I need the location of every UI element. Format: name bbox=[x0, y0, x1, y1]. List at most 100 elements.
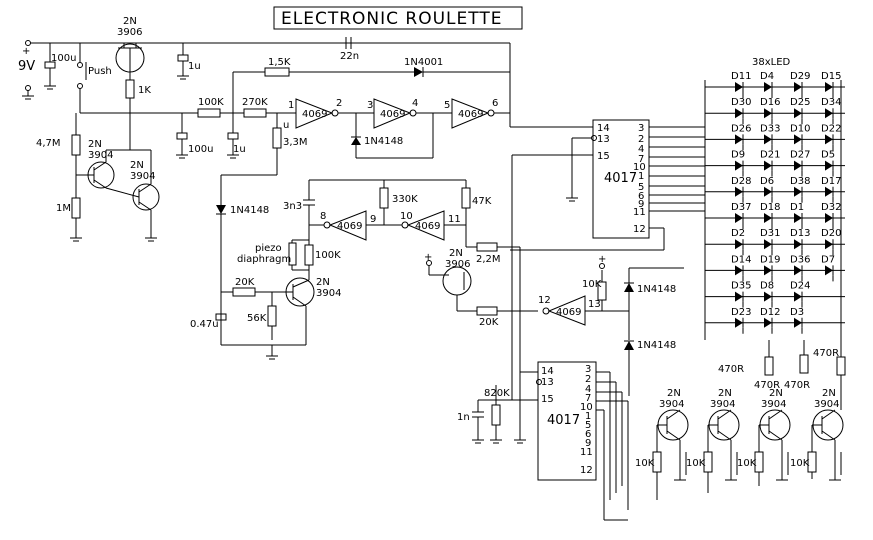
led-label: D8 bbox=[760, 281, 774, 292]
svg-text:1N4148: 1N4148 bbox=[637, 340, 676, 351]
svg-text:13: 13 bbox=[597, 134, 610, 145]
led-d37: D37 bbox=[731, 202, 751, 229]
svg-text:3: 3 bbox=[638, 123, 644, 134]
svg-text:+: + bbox=[22, 46, 30, 57]
transistor-num: 3904 bbox=[659, 399, 684, 410]
led-d7: D7 bbox=[821, 254, 835, 282]
svg-text:2N: 2N bbox=[316, 277, 330, 288]
svg-text:1n: 1n bbox=[457, 412, 470, 423]
svg-text:270K: 270K bbox=[242, 97, 268, 108]
led-label: D31 bbox=[760, 228, 780, 239]
led-d18: D18 bbox=[760, 202, 780, 229]
svg-text:piezo: piezo bbox=[255, 243, 282, 254]
resistor-label: 10K bbox=[737, 458, 757, 469]
sound-section: 3n3 330K 47K 4069 8 9 4069 10 11 2,2M 10… bbox=[190, 179, 684, 400]
led-label: D6 bbox=[760, 176, 774, 187]
svg-text:4069: 4069 bbox=[458, 109, 483, 120]
svg-text:3: 3 bbox=[585, 364, 591, 375]
svg-text:820K: 820K bbox=[484, 388, 510, 399]
led-d29: D29 bbox=[790, 71, 810, 98]
led-label: D15 bbox=[821, 71, 841, 82]
svg-text:2: 2 bbox=[585, 374, 591, 385]
led-d3: D3 bbox=[790, 307, 804, 334]
title-box bbox=[273, 6, 523, 30]
svg-text:4: 4 bbox=[585, 384, 591, 395]
led-count-label: 38xLED bbox=[752, 57, 791, 68]
led-label: D37 bbox=[731, 202, 751, 213]
led-d10: D10 bbox=[790, 123, 810, 151]
svg-text:7: 7 bbox=[638, 154, 644, 165]
svg-text:4017: 4017 bbox=[547, 413, 580, 428]
led-label: D27 bbox=[790, 150, 810, 161]
svg-text:15: 15 bbox=[541, 394, 554, 405]
led-label: D21 bbox=[760, 150, 780, 161]
svg-text:2N: 2N bbox=[449, 248, 463, 259]
led-d33: D33 bbox=[760, 123, 780, 151]
svg-text:u: u bbox=[283, 120, 289, 131]
svg-text:3904: 3904 bbox=[130, 171, 155, 182]
led-label: D35 bbox=[731, 281, 751, 292]
svg-text:100u: 100u bbox=[188, 144, 213, 155]
svg-text:13: 13 bbox=[541, 377, 554, 388]
svg-text:470R: 470R bbox=[754, 380, 780, 391]
svg-text:2N: 2N bbox=[88, 139, 102, 150]
svg-text:13: 13 bbox=[588, 299, 601, 310]
led-label: D11 bbox=[731, 71, 751, 82]
svg-text:3: 3 bbox=[367, 100, 373, 111]
svg-text:2: 2 bbox=[638, 134, 644, 145]
led-d15: D15 bbox=[821, 71, 841, 98]
svg-text:9: 9 bbox=[370, 214, 376, 225]
svg-text:1N4001: 1N4001 bbox=[404, 57, 443, 68]
led-label: D13 bbox=[790, 228, 810, 239]
title: ELECTRONIC ROULETTE bbox=[281, 9, 502, 29]
counter-2: 4017 14 13 15 3 2 4 7 10 1 5 6 9 11 12 8… bbox=[457, 361, 629, 521]
svg-text:15: 15 bbox=[597, 151, 610, 162]
svg-text:330K: 330K bbox=[392, 194, 418, 205]
led-label: D38 bbox=[790, 176, 810, 187]
led-label: D16 bbox=[760, 97, 780, 108]
svg-text:4069: 4069 bbox=[337, 221, 362, 232]
driver-section: 470R 470R 470R 470R bbox=[718, 80, 846, 410]
led-d8: D8 bbox=[760, 281, 774, 308]
svg-text:12: 12 bbox=[580, 465, 593, 476]
svg-text:4069: 4069 bbox=[556, 307, 581, 318]
led-label: D3 bbox=[790, 307, 804, 318]
svg-text:14: 14 bbox=[541, 366, 554, 377]
svg-text:4069: 4069 bbox=[302, 109, 327, 120]
resistor-label: 10K bbox=[686, 458, 706, 469]
svg-text:100K: 100K bbox=[198, 97, 224, 108]
svg-text:20K: 20K bbox=[235, 277, 255, 288]
svg-text:1N4148: 1N4148 bbox=[637, 284, 676, 295]
led-d11: D11 bbox=[731, 71, 751, 98]
svg-text:9: 9 bbox=[585, 438, 591, 449]
led-d6: D6 bbox=[760, 176, 774, 203]
svg-text:10: 10 bbox=[633, 162, 646, 173]
svg-text:1: 1 bbox=[288, 100, 294, 111]
svg-text:1u: 1u bbox=[188, 61, 201, 72]
transistor-type: 2N bbox=[822, 388, 836, 399]
led-d32: D32 bbox=[821, 202, 841, 229]
led-d19: D19 bbox=[760, 254, 780, 282]
svg-text:2: 2 bbox=[336, 98, 342, 109]
led-label: D23 bbox=[731, 307, 751, 318]
led-label: D2 bbox=[731, 228, 745, 239]
svg-text:11: 11 bbox=[633, 207, 646, 218]
svg-text:1: 1 bbox=[638, 171, 644, 182]
svg-text:4069: 4069 bbox=[415, 221, 440, 232]
led-d5: D5 bbox=[821, 150, 835, 177]
svg-text:1M: 1M bbox=[56, 203, 71, 214]
svg-text:1: 1 bbox=[585, 411, 591, 422]
svg-text:3,3M: 3,3M bbox=[283, 137, 308, 148]
led-d21: D21 bbox=[760, 150, 780, 177]
led-d26: D26 bbox=[731, 123, 751, 151]
led-label: D28 bbox=[731, 176, 751, 187]
led-d1: D1 bbox=[790, 202, 804, 229]
transistor-num: 3904 bbox=[761, 399, 786, 410]
svg-text:5: 5 bbox=[444, 100, 450, 111]
led-label: D17 bbox=[821, 176, 841, 187]
